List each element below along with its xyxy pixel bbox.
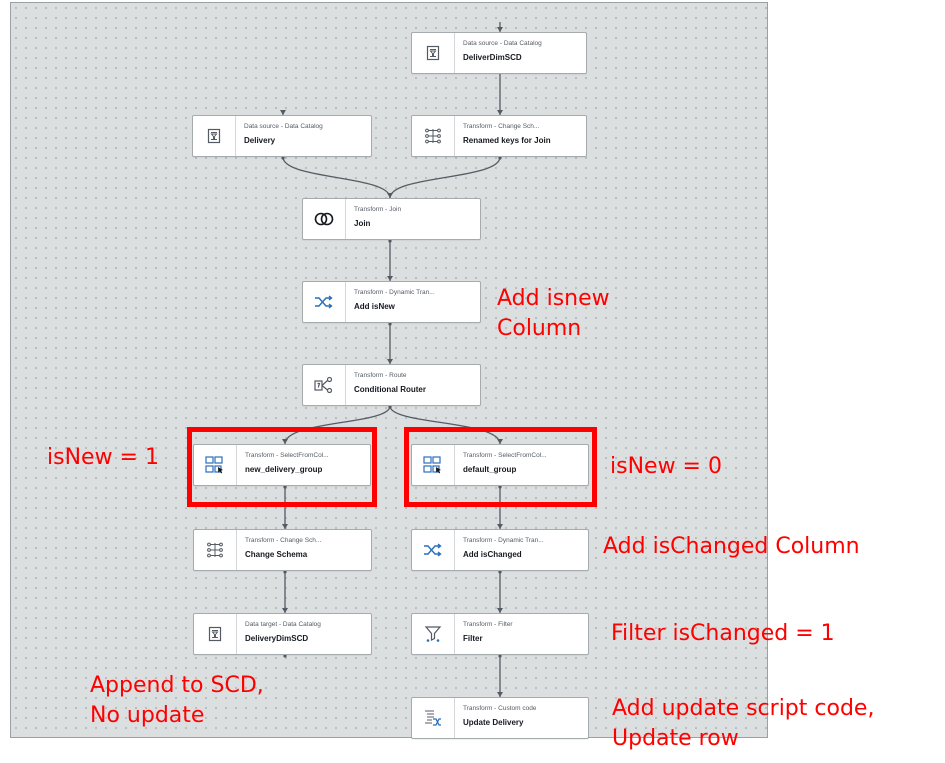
node-type: Transform - Change Sch... bbox=[463, 123, 540, 130]
node-type: Transform - SelectFromCol... bbox=[245, 452, 329, 459]
annotation-add-ischanged: Add isChanged Column bbox=[603, 534, 860, 559]
node-name: Filter bbox=[463, 634, 483, 643]
node-name: Join bbox=[354, 219, 371, 228]
annotation-filter-ischanged: Filter isChanged = 1 bbox=[611, 621, 835, 646]
node-name: Update Delivery bbox=[463, 718, 524, 727]
annotation-line: No update bbox=[90, 703, 205, 728]
route-icon bbox=[303, 365, 346, 405]
node-type: Transform - Filter bbox=[463, 621, 513, 628]
annotation-line: Append to SCD, bbox=[90, 673, 264, 698]
change-schema-icon bbox=[412, 116, 455, 156]
filter-icon bbox=[412, 614, 455, 654]
change-schema-icon bbox=[194, 530, 237, 570]
annotation-line: Column bbox=[497, 316, 582, 341]
node-change-schema[interactable]: Transform - Change Sch... Change Schema bbox=[193, 529, 372, 571]
annotation-add-isnew: Add isnew Column bbox=[497, 284, 610, 344]
node-type: Data source - Data Catalog bbox=[244, 123, 323, 130]
node-add-ischanged[interactable]: Transform - Dynamic Tran... Add isChanged bbox=[411, 529, 589, 571]
node-add-isnew[interactable]: Transform - Dynamic Tran... Add isNew bbox=[302, 281, 481, 323]
node-name: DeliverDimSCD bbox=[463, 53, 522, 62]
node-name: Renamed keys for Join bbox=[463, 136, 551, 145]
node-name: Add isNew bbox=[354, 302, 395, 311]
node-name: Change Schema bbox=[245, 550, 308, 559]
node-type: Data target - Data Catalog bbox=[245, 621, 321, 628]
node-type: Transform - SelectFromCol... bbox=[463, 452, 547, 459]
select-from-collection-icon bbox=[412, 445, 455, 485]
node-type: Transform - Join bbox=[354, 206, 402, 213]
node-name: default_group bbox=[463, 465, 517, 474]
node-type: Data source - Data Catalog bbox=[463, 40, 542, 47]
node-type: Transform - Change Sch... bbox=[245, 537, 322, 544]
node-name: Add isChanged bbox=[463, 550, 522, 559]
node-type: Transform - Dynamic Tran... bbox=[354, 289, 435, 296]
highlight-default-group bbox=[404, 427, 597, 507]
data-catalog-icon bbox=[193, 116, 236, 156]
annotation-isnew-1: isNew = 1 bbox=[47, 445, 159, 470]
highlight-new-delivery-group bbox=[187, 427, 377, 507]
node-renamed-keys[interactable]: Transform - Change Sch... Renamed keys fo… bbox=[411, 115, 587, 157]
node-type: Transform - Route bbox=[354, 372, 407, 379]
annotation-line: Add isnew bbox=[497, 286, 610, 311]
join-icon bbox=[303, 199, 346, 239]
annotation-add-update: Add update script code, Update row bbox=[612, 694, 874, 754]
select-from-collection-icon bbox=[194, 445, 237, 485]
dynamic-transform-icon bbox=[303, 282, 346, 322]
node-new-delivery-group[interactable]: Transform - SelectFromCol... new_delivery… bbox=[193, 444, 371, 486]
node-name: new_delivery_group bbox=[245, 465, 323, 474]
data-catalog-icon bbox=[412, 33, 455, 73]
node-default-group[interactable]: Transform - SelectFromCol... default_grou… bbox=[411, 444, 589, 486]
dynamic-transform-icon bbox=[412, 530, 455, 570]
data-catalog-icon bbox=[194, 614, 237, 654]
annotation-isnew-0: isNew = 0 bbox=[610, 454, 722, 479]
node-type: Transform - Dynamic Tran... bbox=[463, 537, 544, 544]
node-name: DeliveryDimSCD bbox=[245, 634, 309, 643]
annotation-line: Update row bbox=[612, 726, 739, 751]
annotation-append-scd: Append to SCD, No update bbox=[90, 671, 264, 731]
annotation-line: Add update script code, bbox=[612, 696, 875, 721]
node-type: Transform - Custom code bbox=[463, 705, 537, 712]
custom-code-icon bbox=[412, 698, 455, 738]
node-name: Delivery bbox=[244, 136, 276, 145]
node-name: Conditional Router bbox=[354, 385, 426, 394]
